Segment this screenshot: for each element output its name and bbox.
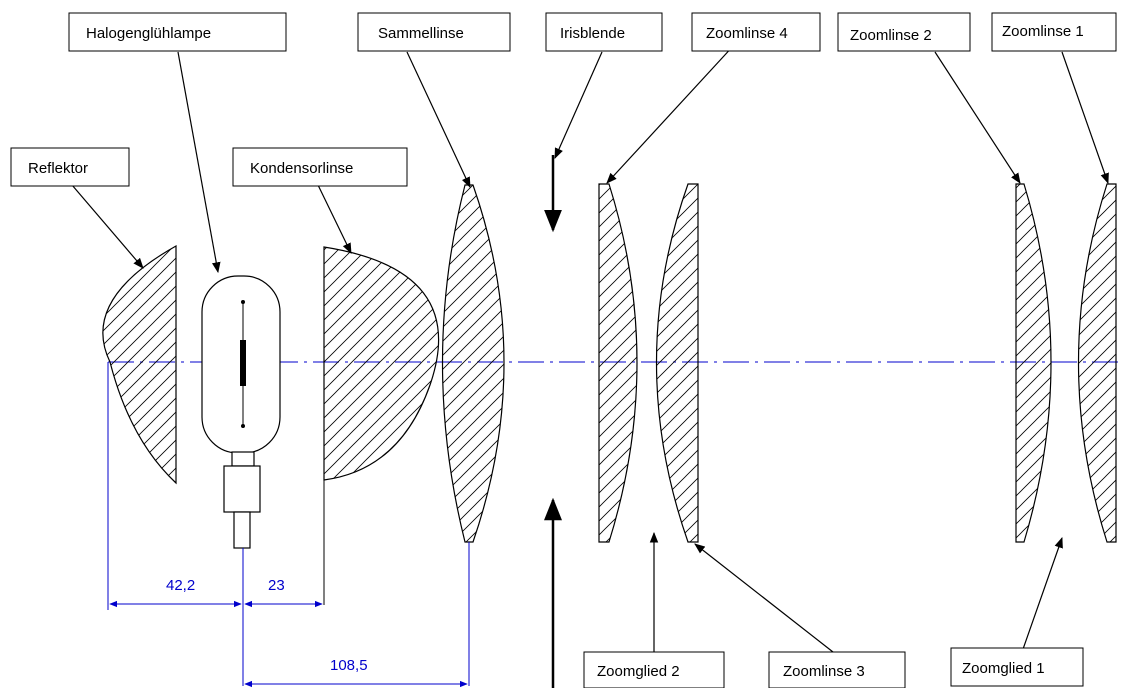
svg-text:Zoomglied 2: Zoomglied 2 [597,663,680,680]
svg-text:Halogenglühlampe: Halogenglühlampe [86,25,211,42]
zoom-lens-2 [1015,183,1052,543]
label-zoomglied2: Zoomglied 2 [583,651,725,688]
svg-text:Zoomglied 1: Zoomglied 1 [962,660,1045,677]
leader-zoomlinse4 [606,43,736,184]
leader-zoomlinse2 [934,51,1021,184]
svg-text:Irisblende: Irisblende [560,25,625,42]
dimension-42-2: 42,2 [166,577,195,594]
label-sammel: Sammellinse [357,12,511,52]
label-iris: Irisblende [545,12,663,52]
dimension-108-5: 108,5 [330,657,368,674]
dimension-23: 23 [268,577,285,594]
condenser-lens [323,246,440,481]
label-reflektor: Reflektor [10,147,130,187]
label-kondensor: Kondensorlinse [232,147,408,187]
zoom-lens-4 [598,183,638,543]
zoom-lens-3 [655,183,699,543]
leader-iris [554,51,603,159]
leader-kondensor [317,184,352,254]
leader-reflektor [71,184,144,269]
svg-text:Zoomlinse 2: Zoomlinse 2 [850,27,932,44]
zoom-lens-1 [1077,183,1117,543]
svg-text:Zoomlinse 3: Zoomlinse 3 [783,663,865,680]
label-zoomlinse3: Zoomlinse 3 [768,651,906,688]
reflector-shape [102,244,177,485]
leader-zoomglied1 [1021,536,1063,653]
label-zoomglied1: Zoomglied 1 [950,647,1084,687]
label-halogen: Halogenglühlampe [68,12,287,52]
svg-text:Reflektor: Reflektor [28,160,88,177]
svg-text:Kondensorlinse: Kondensorlinse [250,160,353,177]
svg-text:Zoomlinse 1: Zoomlinse 1 [1002,23,1084,40]
label-zoomlinse2: Zoomlinse 2 [837,12,971,52]
dimensions [107,362,468,688]
svg-text:Zoomlinse 4: Zoomlinse 4 [706,25,788,42]
halogen-lamp [201,275,281,549]
leader-zoomlinse3 [694,543,834,653]
converging-lens [441,184,505,543]
leader-halogen [177,51,221,274]
leader-zoomlinse1 [1061,51,1109,185]
svg-text:Sammellinse: Sammellinse [378,25,464,42]
label-zoomlinse4: Zoomlinse 4 [691,12,821,52]
label-zoomlinse1: Zoomlinse 1 [991,12,1117,52]
leader-sammel [406,51,471,188]
